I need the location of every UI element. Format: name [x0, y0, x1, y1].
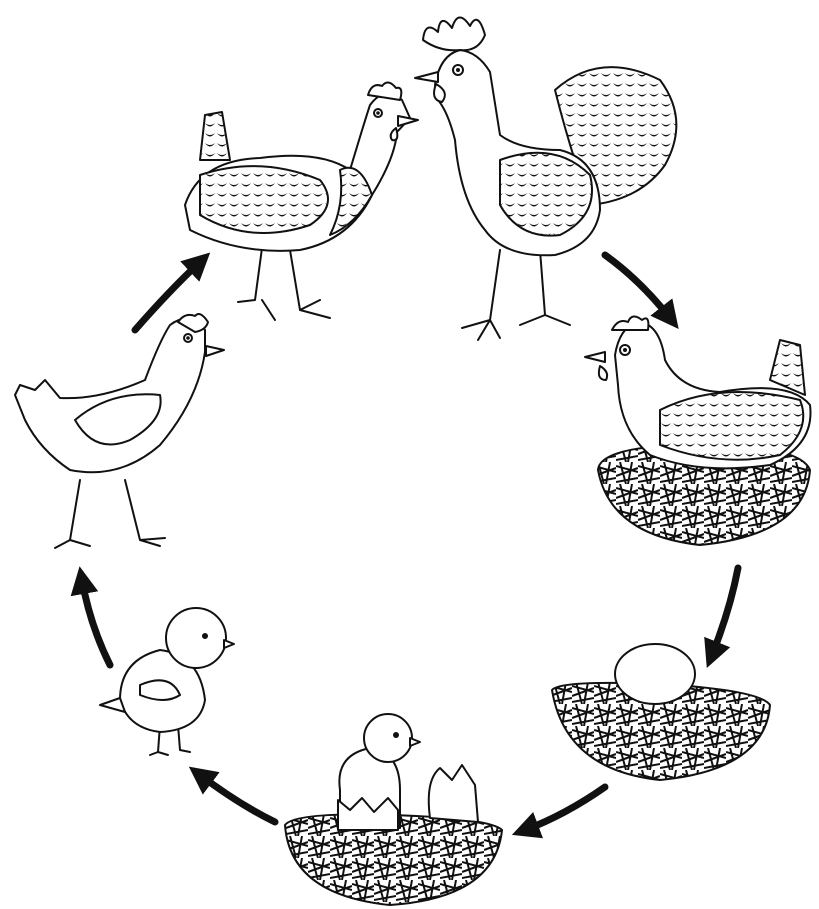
- chick-icon: [100, 608, 234, 755]
- arrow-chick-to-young: [82, 580, 110, 665]
- arrow-hatching-to-chick: [200, 775, 275, 822]
- arrow-rooster-to-brooding: [605, 255, 670, 318]
- hatching-chick-icon: [285, 714, 502, 905]
- hen-icon: [185, 82, 418, 320]
- arrow-brooding-to-egg: [712, 568, 738, 655]
- egg-in-nest-icon: [552, 644, 770, 780]
- arrow-egg-to-hatching: [525, 787, 605, 830]
- brooding-hen-icon: [585, 316, 811, 545]
- rooster-icon: [415, 17, 676, 340]
- young-chicken-icon: [15, 314, 224, 548]
